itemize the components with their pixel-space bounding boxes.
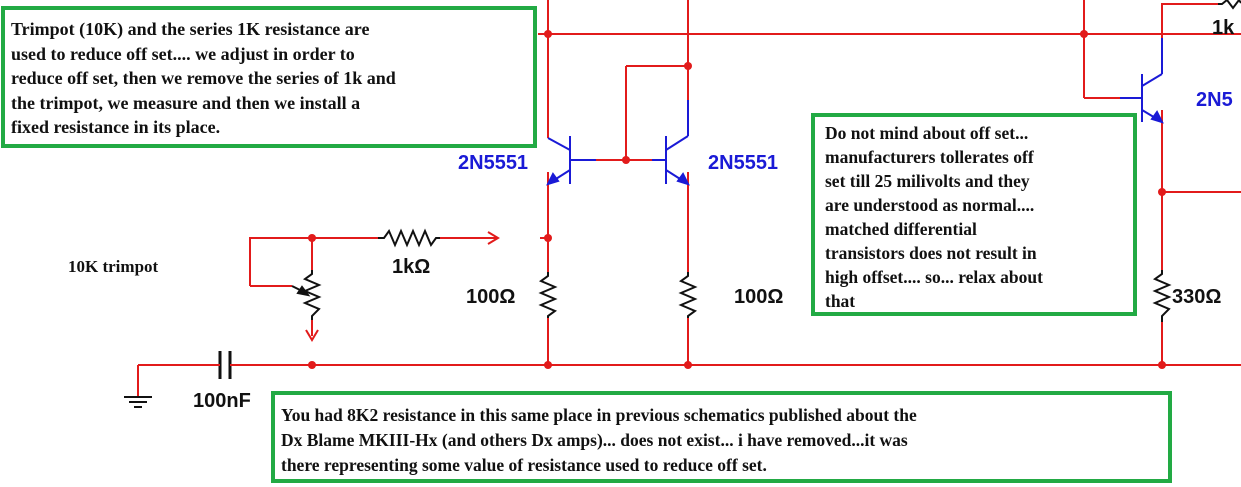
wire bbox=[1161, 3, 1218, 38]
trimpot-note: Trimpot (10K) and the series 1K resistan… bbox=[1, 6, 537, 148]
q3-label: 2N5 bbox=[1196, 89, 1233, 111]
resistor-right-icon bbox=[678, 272, 698, 318]
trimpot-wiper-arrow-icon bbox=[296, 285, 311, 297]
offset-note: Do not mind about off set... manufacture… bbox=[811, 113, 1137, 316]
transistor-q2-icon bbox=[652, 100, 690, 186]
junction-dot bbox=[684, 62, 692, 70]
junctions bbox=[308, 30, 1166, 369]
wire bbox=[249, 237, 378, 286]
top-resistor-label: 1k bbox=[1212, 17, 1235, 39]
arrow-head bbox=[487, 231, 500, 245]
transistor-q1-icon bbox=[546, 136, 596, 186]
junction-dot bbox=[1158, 361, 1166, 369]
junction-dot bbox=[544, 30, 552, 38]
q1-label: 2N5551 bbox=[458, 152, 528, 174]
capacitor-label: 100nF bbox=[193, 390, 251, 412]
capacitor-icon bbox=[218, 351, 232, 379]
resistor-series-icon bbox=[378, 228, 440, 248]
junction-dot bbox=[544, 234, 552, 242]
junction-dot bbox=[622, 156, 630, 164]
junction-dot bbox=[308, 361, 316, 369]
far-resistor-label: 330Ω bbox=[1172, 286, 1221, 308]
transistor-q3-icon bbox=[1120, 38, 1164, 124]
resistor-note: You had 8K2 resistance in this same plac… bbox=[271, 391, 1172, 483]
junction-dot bbox=[1158, 188, 1166, 196]
junction-dot bbox=[1080, 30, 1088, 38]
trimpot-label: 10K trimpot bbox=[68, 257, 159, 276]
junction-dot bbox=[544, 361, 552, 369]
left-resistor-label: 100Ω bbox=[466, 286, 515, 308]
q2-label: 2N5551 bbox=[708, 152, 778, 174]
resistor-top-icon bbox=[1218, 0, 1241, 10]
resistor-far-icon bbox=[1152, 270, 1172, 322]
series-resistor-label: 1kΩ bbox=[392, 256, 430, 278]
junction-dot bbox=[684, 361, 692, 369]
trimpot-icon bbox=[302, 270, 322, 320]
junction-dot bbox=[308, 234, 316, 242]
resistor-left-icon bbox=[538, 272, 558, 318]
resistors bbox=[291, 0, 1241, 322]
ground-icon bbox=[124, 396, 152, 408]
arrow-head bbox=[305, 329, 319, 342]
right-resistor-label: 100Ω bbox=[734, 286, 783, 308]
